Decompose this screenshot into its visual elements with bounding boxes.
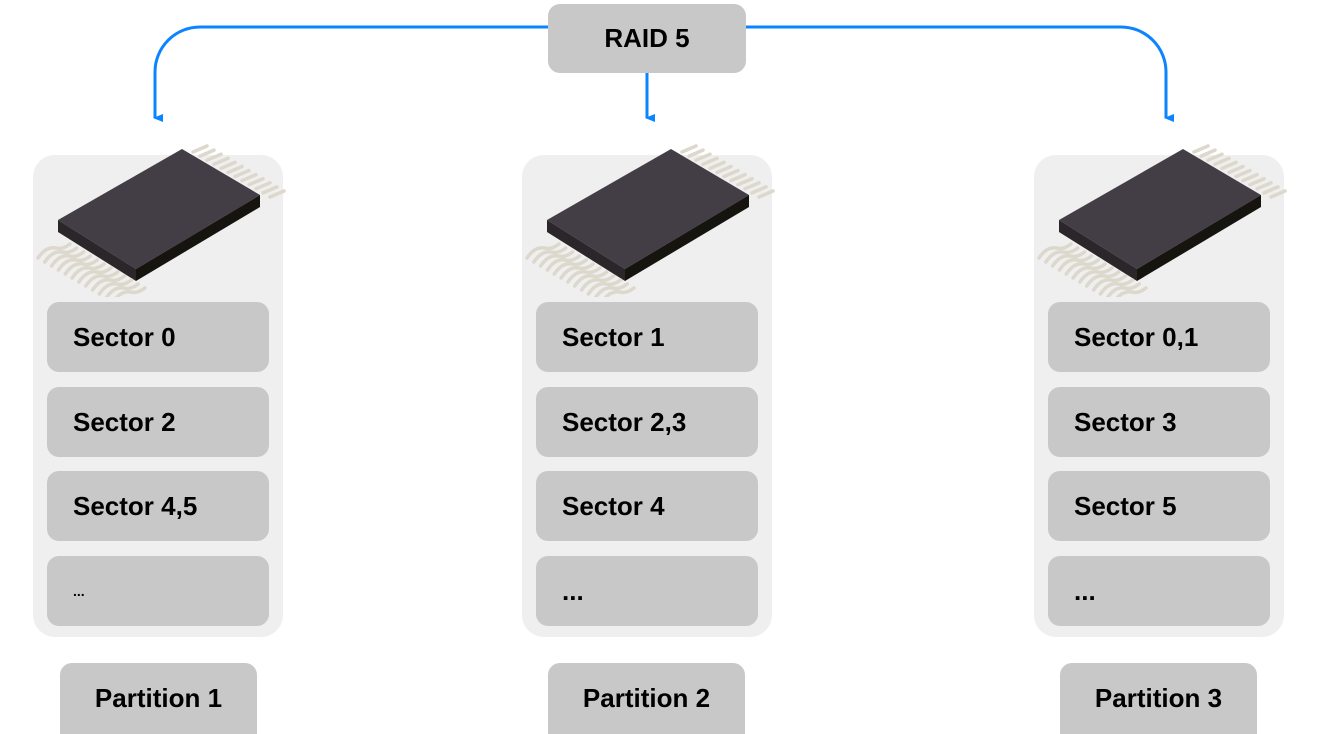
partition-1-panel: Sector 0 Sector 2 Sector 4,5... — [33, 144, 286, 637]
sector-box: Sector 4 — [536, 471, 758, 541]
sector-label: Sector 0,1 — [1074, 321, 1199, 352]
ic-chip-icon — [36, 144, 286, 297]
raid-5-node: RAID 5 — [548, 4, 746, 73]
sector-box: Sector 0,1 — [1048, 302, 1270, 372]
sector-box: Sector 3 — [1048, 387, 1270, 457]
sector-box: ... — [47, 556, 269, 626]
sector-label: Sector 1 — [562, 321, 665, 352]
sector-box: Sector 0 — [47, 302, 269, 372]
ic-chip-icon — [525, 144, 775, 297]
partition-label: Partition 1 — [94, 683, 223, 713]
sector-box: Sector 5 — [1048, 471, 1270, 541]
partition-1-label-box: Partition 1 — [60, 663, 257, 734]
sector-box: Sector 1 — [536, 302, 758, 372]
sector-box: Sector 2 — [47, 387, 269, 457]
sector-label: Sector 5 — [1074, 490, 1177, 521]
sector-box: Sector 2,3 — [536, 387, 758, 457]
partition-3-label-box: Partition 3 — [1060, 663, 1257, 734]
sector-label: ... — [1074, 575, 1096, 606]
sector-label: ... — [73, 583, 85, 599]
sector-box: ... — [536, 556, 758, 626]
raid-title: RAID 5 — [604, 23, 690, 53]
sector-box: ... — [1048, 556, 1270, 626]
arrow-to-partition-1 — [153, 25, 548, 122]
partition-label: Partition 3 — [1094, 683, 1223, 713]
sector-label: Sector 3 — [1074, 406, 1177, 437]
sector-label: ... — [562, 575, 584, 606]
sector-label: Sector 4 — [562, 490, 665, 521]
sector-box: Sector 4,5 — [47, 471, 269, 541]
sector-label: Sector 2 — [73, 406, 176, 437]
partition-label: Partition 2 — [582, 683, 711, 713]
ic-chip-icon — [1037, 144, 1287, 297]
sector-label: Sector 0 — [73, 321, 176, 352]
partition-2-label-box: Partition 2 — [548, 663, 745, 734]
sector-label: Sector 2,3 — [562, 406, 687, 437]
arrow-to-partition-3 — [746, 25, 1174, 122]
sector-label: Sector 4,5 — [73, 490, 198, 521]
